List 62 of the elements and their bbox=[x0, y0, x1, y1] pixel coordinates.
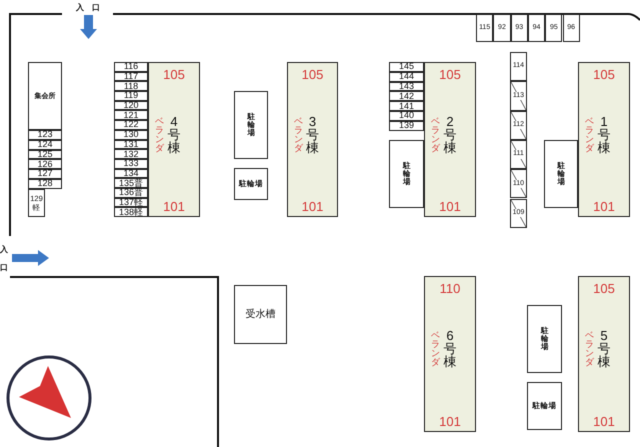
parking-space: 123 bbox=[28, 130, 62, 140]
balcony-label: ベランダ bbox=[431, 117, 440, 153]
parking-space: 131 bbox=[114, 140, 148, 150]
unit-number: 101 bbox=[592, 200, 616, 213]
parking-space: 125 bbox=[28, 150, 62, 160]
parking-space: 144 bbox=[389, 72, 424, 82]
unit-number: 101 bbox=[592, 415, 616, 428]
parking-space: 142 bbox=[389, 91, 424, 102]
water-tank: 受水槽 bbox=[234, 285, 287, 344]
parking-space: 136普 bbox=[114, 188, 148, 198]
apartment-building bbox=[424, 62, 476, 217]
parking-space: 116 bbox=[114, 62, 148, 72]
unit-number: 101 bbox=[438, 415, 462, 428]
entrance-label: 入口 bbox=[0, 244, 8, 274]
balcony-label: ベランダ bbox=[431, 331, 440, 367]
parking-space: 119 bbox=[114, 91, 148, 101]
unit-number: 110 bbox=[438, 282, 462, 295]
balcony-label: ベランダ bbox=[585, 331, 594, 367]
building-name: 5号棟 bbox=[598, 329, 610, 368]
unit-number: 105 bbox=[438, 68, 462, 81]
parking-space: 127 bbox=[28, 169, 62, 179]
unit-number: 101 bbox=[162, 200, 186, 213]
parking-space: 130 bbox=[114, 130, 148, 140]
building-name: 4号棟 bbox=[168, 115, 180, 154]
parking-space: 132 bbox=[114, 149, 148, 159]
parking-space: 120 bbox=[114, 100, 148, 110]
entrance-label: 入口 bbox=[76, 2, 108, 13]
balcony-label: ベランダ bbox=[155, 117, 164, 153]
unit-number: 105 bbox=[300, 68, 324, 81]
parking-space: 121 bbox=[114, 110, 148, 120]
parking-space: 134 bbox=[114, 168, 148, 178]
parking-space: 126 bbox=[28, 159, 62, 169]
building-name: 2号棟 bbox=[444, 115, 456, 154]
balcony-label: ベランダ bbox=[294, 117, 303, 153]
apartment-building bbox=[424, 276, 476, 432]
unit-number: 105 bbox=[592, 282, 616, 295]
parking-space: 118 bbox=[114, 81, 148, 92]
parking-space: 117 bbox=[114, 72, 148, 82]
parking-space: 133 bbox=[114, 158, 148, 169]
parking-space: 137軽 bbox=[114, 198, 148, 208]
building-name: 1号棟 bbox=[598, 115, 610, 154]
parking-space: 138軽 bbox=[114, 207, 148, 218]
apartment-building bbox=[148, 62, 200, 217]
balcony-label: ベランダ bbox=[585, 117, 594, 153]
parking-space: 141 bbox=[389, 101, 424, 111]
parking-space: 124 bbox=[28, 140, 62, 150]
building-name: 3号棟 bbox=[306, 115, 319, 154]
parking-space: 135普 bbox=[114, 178, 148, 188]
unit-number: 105 bbox=[592, 68, 616, 81]
apartment-building bbox=[287, 62, 338, 217]
parking-space: 140 bbox=[389, 111, 424, 121]
parking-space: 122 bbox=[114, 120, 148, 130]
parking-space: 145 bbox=[389, 62, 424, 72]
building-name: 6号棟 bbox=[444, 329, 456, 368]
unit-number: 105 bbox=[162, 68, 186, 81]
apartment-building bbox=[578, 276, 630, 432]
parking-space: 139 bbox=[389, 120, 424, 131]
unit-number: 101 bbox=[438, 200, 462, 213]
parking-space: 143 bbox=[389, 82, 424, 92]
parking-space: 128 bbox=[28, 178, 62, 188]
unit-number: 101 bbox=[300, 200, 324, 213]
apartment-building bbox=[578, 62, 630, 217]
